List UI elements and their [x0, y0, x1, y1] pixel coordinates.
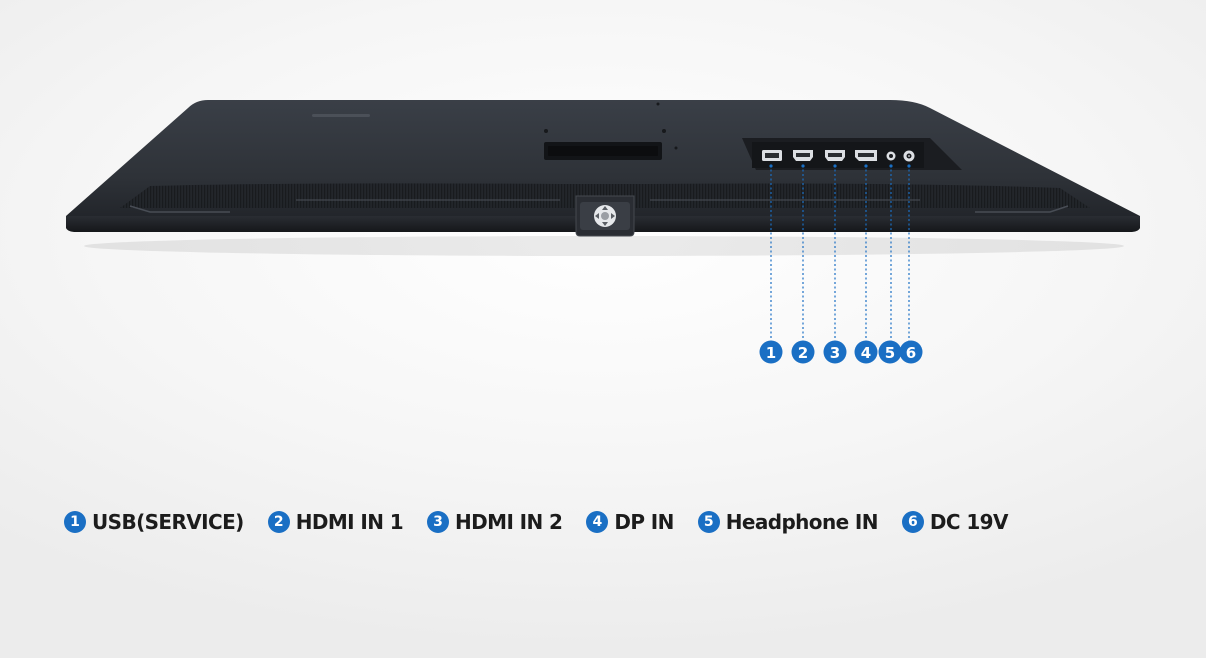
legend-label: USB(SERVICE): [92, 510, 244, 534]
legend-item-hdmi-2: 3 HDMI IN 2: [427, 510, 563, 534]
marker-5: 5: [878, 340, 902, 364]
screw-hole: [656, 102, 660, 106]
screw-hole: [544, 129, 548, 133]
marker-2-number: 2: [798, 344, 808, 362]
legend-label: DC 19V: [929, 510, 1009, 534]
legend-label: DP IN: [614, 510, 674, 534]
port-dc: [903, 150, 915, 162]
stand-mount-slot-inner: [548, 146, 658, 156]
marker-1-number: 1: [766, 344, 776, 362]
port-legend: 1 USB(SERVICE) 2 HDMI IN 1 3 HDMI IN 2 4…: [64, 506, 1032, 538]
legend-label: HDMI IN 1: [295, 510, 404, 534]
marker-4-number: 4: [861, 344, 871, 362]
port-usb: [762, 150, 782, 161]
legend-item-hdmi-1: 2 HDMI IN 1: [267, 510, 404, 534]
marker-3: 3: [823, 340, 847, 364]
leader-anchors: [769, 164, 911, 168]
legend-number: 1: [64, 511, 86, 533]
legend-number: 2: [267, 511, 290, 533]
marker-6: 6: [899, 340, 923, 364]
marker-6-number: 6: [906, 344, 916, 362]
legend-item-dc: 6 DC 19V: [901, 510, 1009, 534]
marker-2: 2: [791, 340, 815, 364]
marker-1: 1: [759, 340, 783, 364]
legend-item-usb: 1 USB(SERVICE): [64, 510, 244, 534]
screw-hole: [674, 146, 678, 150]
corner-detail-right: [975, 205, 1069, 213]
legend-number: 4: [586, 511, 609, 533]
legend-number: 3: [427, 511, 450, 533]
port-hdmi-1: [793, 150, 813, 161]
marker-4: 4: [854, 340, 878, 364]
legend-item-dp: 4 DP IN: [586, 510, 674, 534]
marker-3-number: 3: [830, 344, 840, 362]
port-dp: [855, 150, 877, 161]
joystick-icon: [594, 205, 616, 227]
legend-item-headphone: 5 Headphone IN: [697, 510, 879, 534]
screw-hole: [662, 129, 666, 133]
port-hdmi-2: [825, 150, 845, 161]
legend-number: 6: [901, 511, 924, 533]
marker-5-number: 5: [885, 344, 895, 362]
legend-label: Headphone IN: [725, 510, 879, 534]
monitor-shadow: [84, 236, 1124, 256]
legend-number: 5: [697, 511, 720, 533]
legend-label: HDMI IN 2: [455, 510, 563, 534]
brand-engraving: [312, 114, 370, 117]
corner-detail-left: [129, 205, 230, 213]
port-headphone: [886, 151, 896, 161]
